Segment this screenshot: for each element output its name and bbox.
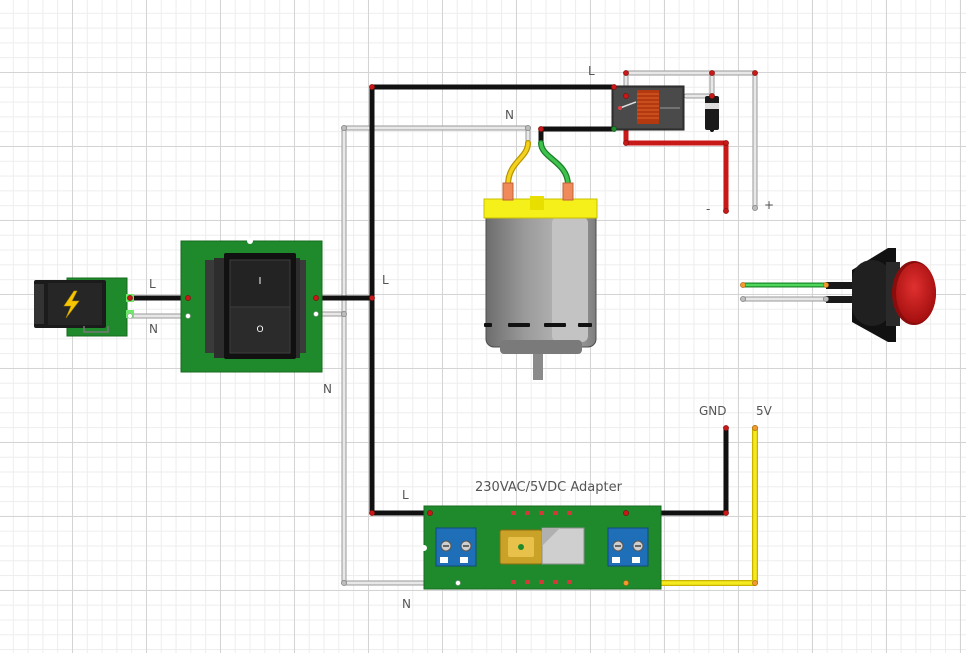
label-jack-line: L — [149, 277, 156, 291]
motor-lead-green — [538, 140, 571, 188]
label-relay-neutral: N — [505, 108, 514, 122]
adapter-title: 230VAC/5VDC Adapter — [475, 480, 623, 495]
label-adapter-neutral: N — [402, 597, 411, 611]
label-bus-neutral: N — [323, 382, 332, 396]
power-jack[interactable] — [34, 277, 134, 337]
label-coil-minus: - — [706, 202, 710, 216]
switch-off-mark: O — [256, 325, 263, 335]
switch-on-mark: I — [259, 276, 262, 287]
red-push-button[interactable] — [826, 248, 936, 342]
label-coil-plus: + — [764, 198, 774, 212]
label-jack-neutral: N — [149, 322, 158, 336]
red-wire — [623, 125, 729, 214]
diode[interactable] — [705, 96, 719, 130]
dc-motor[interactable] — [483, 182, 598, 380]
label-adapter-line: L — [402, 488, 409, 502]
label-bus-line: L — [382, 273, 389, 287]
label-gnd: GND — [699, 404, 727, 418]
connection-points — [127, 70, 829, 586]
ac-dc-adapter[interactable] — [421, 505, 662, 590]
label-5v: 5V — [756, 404, 773, 418]
relay[interactable] — [611, 85, 685, 131]
label-relay-line: L — [588, 64, 595, 78]
lightning-bolt-icon — [63, 290, 80, 319]
rocker-switch[interactable]: I O — [180, 238, 323, 373]
wire-labels: L N L N L N 230VAC/5VDC Adapter L N GND … — [149, 64, 774, 611]
